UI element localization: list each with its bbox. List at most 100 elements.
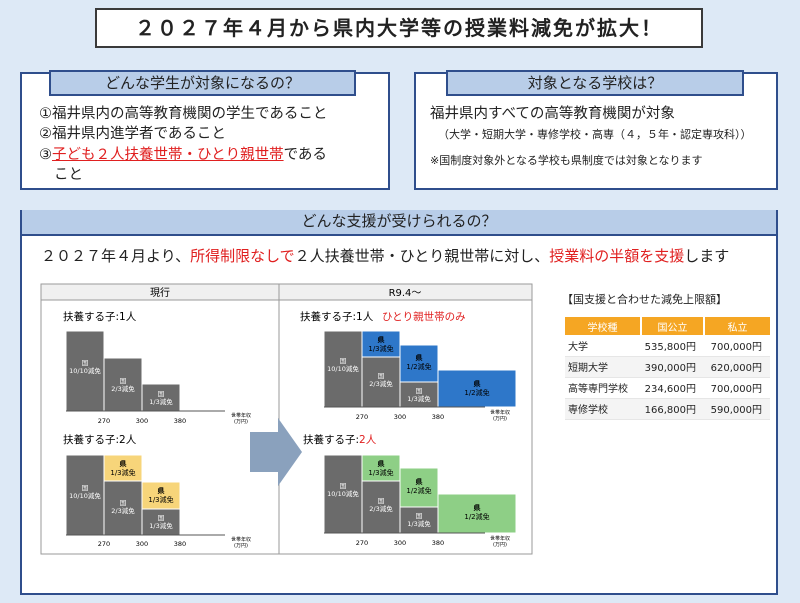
cur2-pref-label: 県	[120, 459, 127, 468]
current-child1-label: 扶養する子:1人	[63, 310, 137, 323]
cur2-pref-13-bar	[103, 454, 143, 482]
current-child2-label: 扶養する子:2人	[63, 433, 137, 446]
future-child2-label: 扶養する子:2人	[303, 433, 377, 446]
support-s3: ２人扶養世帯・ひとり親世帯に対し、	[294, 247, 550, 265]
cur1-13-rate: 1/3減免	[149, 397, 173, 406]
fut1-13-rate: 1/3減免	[407, 394, 431, 403]
future-child2-prefix: 扶養する子:	[303, 433, 359, 446]
table-row: 大学 535,800円 700,000円	[565, 335, 770, 357]
cur1-income-unit: (万円)	[234, 419, 248, 425]
limits-header-public: 国公立	[641, 317, 705, 335]
single-parent-only-label: ひとり親世帯のみ	[382, 310, 466, 323]
fut2-pref-label-b: 県	[416, 477, 423, 486]
cur2-full-rate: 10/10減免	[69, 491, 101, 500]
fut2-income-unit: (万円)	[493, 542, 507, 548]
table-row: 高等専門学校 234,600円 700,000円	[565, 377, 770, 399]
cur2-23-rate: 2/3減免	[111, 506, 135, 515]
limits-cell-public: 234,600円	[641, 377, 704, 399]
cur2-pref-rate: 1/3減免	[110, 468, 135, 477]
cur2-tick-300: 300	[136, 540, 148, 548]
fut1-pref-rate-c: 1/2減免	[464, 388, 489, 397]
limits-cell-school: 短期大学	[565, 356, 641, 378]
limits-cell-school: 高等専門学校	[565, 377, 641, 399]
transition-arrow-icon	[250, 418, 302, 486]
cur1-income-label: 世帯年収	[231, 412, 251, 419]
fut2-income-label: 世帯年収	[490, 535, 510, 542]
cur2-pref-rate-b: 1/3減免	[148, 495, 173, 504]
future-label: R9.4～	[389, 288, 422, 299]
cur2-13-country: 国	[158, 514, 165, 522]
fut2-13-rate: 1/3減免	[407, 519, 431, 528]
cur2-income-unit: (万円)	[234, 543, 248, 549]
fut2-full-rate: 10/10減免	[327, 489, 359, 498]
future-child2-count: 2人	[359, 434, 377, 446]
cur1-23-country: 国	[120, 377, 127, 385]
limits-cell-private: 700,000円	[704, 335, 770, 357]
cur2-national-13-bar	[141, 508, 181, 536]
diagram-header-bar	[40, 283, 533, 301]
schools-sub: （大学・短期大学・専修学校・高専（４，５年・認定専攻科））	[438, 128, 752, 141]
who-item-3: ③子ども２人扶養世帯・ひとり親世帯である	[39, 145, 327, 165]
schools-main: 福井県内すべての高等教育機関が対象	[430, 106, 675, 122]
fut2-full-country: 国	[340, 482, 347, 490]
cur2-13-rate: 1/3減免	[149, 521, 173, 530]
fut2-13-country: 国	[416, 512, 423, 520]
cur1-full-country: 国	[82, 359, 89, 367]
limits-cell-school: 大学	[565, 335, 641, 357]
fut2-tick-380: 380	[432, 539, 444, 547]
limits-header-private: 私立	[704, 317, 770, 335]
limits-cell-school: 専修学校	[565, 398, 641, 420]
limits-cell-private: 590,000円	[704, 398, 770, 420]
cur2-full-country: 国	[82, 484, 89, 492]
fut1-tick-380: 380	[432, 413, 444, 421]
cur1-13-country: 国	[158, 390, 165, 398]
fut1-pref-rate: 1/3減免	[368, 344, 393, 353]
fut2-pref-12-bar	[399, 467, 439, 508]
support-s1: ２０２７年４月より、	[41, 247, 191, 265]
fut2-pref-rate-b: 1/2減免	[406, 486, 431, 495]
fut1-income-unit: (万円)	[493, 416, 507, 422]
cur2-pref-label-b: 県	[158, 486, 165, 495]
cur2-tick-380: 380	[174, 540, 186, 548]
fut1-full-country: 国	[340, 357, 347, 365]
table-row: 専修学校 166,800円 590,000円	[565, 398, 770, 420]
fut1-pref-label-b: 県	[416, 353, 423, 362]
fut2-tick-270: 270	[356, 539, 368, 547]
limits-header-row: 学校種 国公立 私立	[565, 317, 770, 335]
fut1-pref-12-bar	[399, 344, 439, 383]
cur2-tick-270: 270	[98, 540, 110, 548]
future-child1-label: 扶養する子:1人	[300, 310, 374, 323]
cur1-national-full-bar	[65, 330, 105, 412]
limits-cell-private: 700,000円	[704, 377, 770, 399]
fut1-full-rate: 10/10減免	[327, 364, 359, 373]
fut2-pref-label-c: 県	[474, 503, 481, 512]
fut1-pref-label-c: 県	[474, 379, 481, 388]
fut1-pref-12b-bar	[437, 369, 517, 408]
fut1-tick-300: 300	[394, 413, 406, 421]
cur1-tick-380: 380	[174, 417, 186, 425]
cur1-full-rate: 10/10減免	[69, 366, 101, 375]
who-heading: どんな学生が対象になるの？	[49, 70, 356, 96]
fut2-pref-label: 県	[378, 459, 385, 468]
who-item-3-suffix: である	[283, 147, 327, 163]
fut2-tick-300: 300	[394, 539, 406, 547]
cur1-23-rate: 2/3減免	[111, 384, 135, 393]
fut1-23-rate: 2/3減免	[369, 379, 393, 388]
support-s5: します	[684, 247, 730, 265]
support-sentence: ２０２７年４月より、所得制限なしで２人扶養世帯・ひとり親世帯に対し、授業料の半額…	[41, 246, 729, 266]
fut1-13-country: 国	[416, 387, 423, 395]
support-no-income-limit: 所得制限なしで	[190, 247, 295, 265]
limits-title: 【国支援と合わせた減免上限額】	[562, 293, 727, 306]
page-title: ２０２７年４月から県内大学等の授業料減免が拡大！	[95, 8, 703, 48]
fut1-pref-rate-b: 1/2減免	[406, 362, 431, 371]
cur1-tick-300: 300	[136, 417, 148, 425]
limits-cell-public: 390,000円	[641, 356, 704, 378]
fut1-pref-13-bar	[361, 330, 401, 358]
current-label: 現行	[150, 286, 170, 299]
limits-cell-private: 620,000円	[704, 356, 770, 378]
limits-cell-public: 535,800円	[641, 335, 704, 357]
fut2-23-country: 国	[378, 497, 385, 505]
fut2-pref-rate: 1/3減免	[368, 468, 393, 477]
support-heading: どんな支援が受けられるの？	[22, 210, 776, 236]
